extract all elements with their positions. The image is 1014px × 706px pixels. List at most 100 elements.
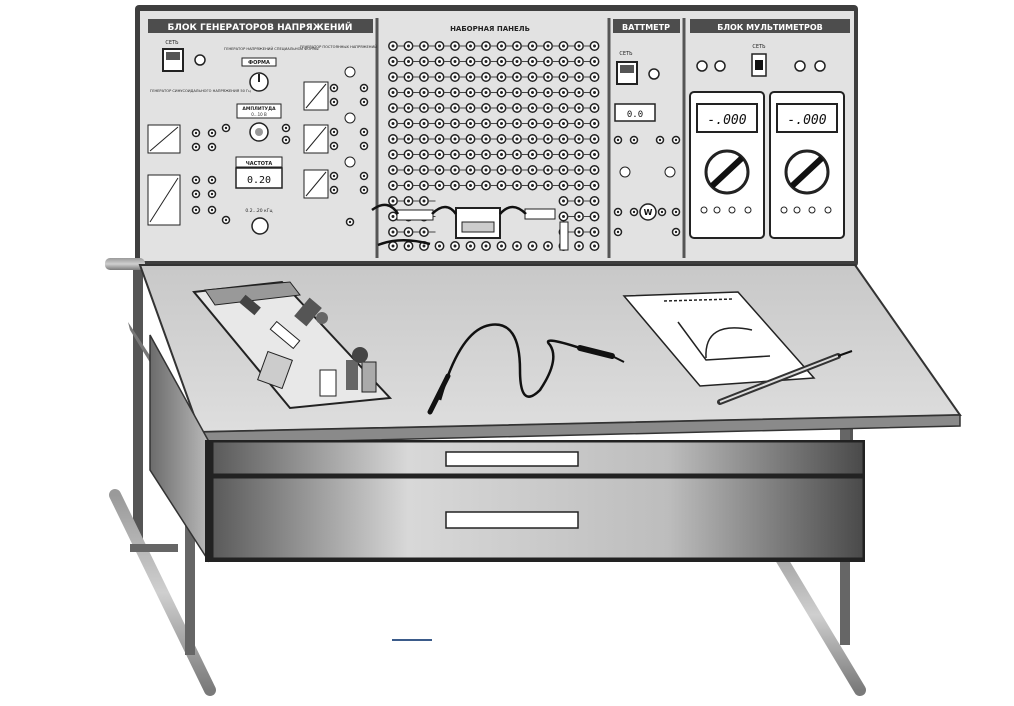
breadboard-jack-center <box>469 153 472 156</box>
breadboard-jack-center <box>422 153 426 156</box>
wattmeter-jack-center <box>632 138 636 142</box>
breadboard-jack-center <box>593 75 596 79</box>
breadboard-jack-center <box>407 199 410 203</box>
breadboard-jack-center <box>453 137 457 141</box>
breadboard-jack-center <box>453 91 457 94</box>
special-generator-label: ГЕНЕРАТОР НАПРЯЖЕНИЙ СПЕЦИАЛЬНОЙ ФОРМЫ <box>224 46 319 51</box>
breadboard-jack-center <box>391 106 395 110</box>
breadboard-jack-center <box>546 184 550 187</box>
breadboard-jack-center <box>422 91 426 94</box>
breadboard-jack-center <box>500 75 503 79</box>
pencil[interactable] <box>717 350 853 405</box>
breadboard-jack-center <box>531 106 534 110</box>
breadboard-jack-center <box>515 122 519 125</box>
generator-jack-center <box>362 174 366 178</box>
breadboard-jack-center <box>531 184 534 187</box>
generators-power-label: СЕТЬ <box>165 40 179 46</box>
wattmeter-range-knob-right[interactable] <box>664 166 676 178</box>
amplitude-range: 0...10 В <box>251 112 267 117</box>
multimeter-left-display: -.000 <box>707 113 746 128</box>
frequency-range: 0.2...20 кГц <box>245 208 272 214</box>
drawer-top-handle[interactable] <box>445 451 579 467</box>
generator-jack-center <box>194 131 198 135</box>
breadboard-jack-center <box>531 60 534 63</box>
generator-jack-center <box>194 208 198 212</box>
wattmeter-range-knob-left[interactable] <box>619 166 631 178</box>
breadboard-jack-center <box>453 106 457 110</box>
breadboard-jack-center <box>453 75 457 79</box>
breadboard-jack-center <box>391 230 395 234</box>
breadboard-section: НАБОРНАЯ ПАНЕЛЬ <box>371 25 600 251</box>
multimeters-power-label: СЕТЬ <box>752 44 766 50</box>
breadboard-jack-center <box>484 153 488 156</box>
breadboard-component[interactable] <box>396 209 434 221</box>
wattmeter-section: ВАТТМЕТР СЕТЬ 0.0 W <box>613 19 681 237</box>
breadboard-jack-center <box>484 244 488 248</box>
breadboard-jack-center <box>422 75 426 79</box>
wattmeter-power-label: СЕТЬ <box>619 51 633 57</box>
breadboard-jack-center <box>391 215 395 218</box>
generator-jack-center <box>332 144 336 148</box>
generator-jack-center <box>332 100 336 104</box>
breadboard-jack-center <box>484 106 488 110</box>
breadboard-jack-center <box>407 137 410 141</box>
breadboard-jack-center <box>407 153 410 156</box>
wattmeter-display: 0.0 <box>627 110 643 120</box>
frequency-knob[interactable] <box>251 217 269 235</box>
generator-jack-center <box>210 192 214 196</box>
breadboard-jack-center <box>469 91 472 94</box>
breadboard-jack-center <box>391 122 395 125</box>
breadboard-jack-center <box>546 106 550 110</box>
breadboard-jack-center <box>546 91 550 94</box>
drawer-bottom-handle[interactable] <box>445 511 579 529</box>
breadboard-jack-center <box>484 44 488 48</box>
breadboard-jack-center <box>577 60 581 63</box>
wattmeter-jack-center <box>674 138 678 142</box>
breadboard-jack-center <box>391 44 395 48</box>
amplitude-label: АМПЛИТУДА <box>242 106 276 112</box>
wattmeter-fuse-icon <box>648 68 660 80</box>
breadboard-jack-center <box>438 137 441 141</box>
generator-jack-center <box>210 178 214 182</box>
breadboard-jack-center <box>515 44 519 48</box>
table-top <box>105 258 962 445</box>
generator-jack-center <box>210 131 214 135</box>
frequency-label: ЧАСТОТА <box>246 161 273 167</box>
breadboard-jack-center <box>438 184 441 187</box>
breadboard-jack-center <box>562 106 565 110</box>
wattmeter-jack-center <box>616 230 620 234</box>
breadboard-jack-center <box>391 244 395 248</box>
breadboard-jack-center <box>577 106 581 110</box>
breadboard-jack-center <box>407 75 410 79</box>
breadboard-jack-center <box>484 91 488 94</box>
breadboard-jack-center <box>500 184 503 187</box>
breadboard-jack-center <box>593 153 596 156</box>
breadboard-jack-center <box>515 106 519 110</box>
generator-jack-center <box>194 192 198 196</box>
wattmeter-jack-center <box>616 210 620 214</box>
breadboard-jack-center <box>391 153 395 156</box>
svg-text:W: W <box>644 208 653 217</box>
circuit-board[interactable] <box>192 280 393 410</box>
breadboard-jack-center <box>577 153 581 156</box>
breadboard-jack-center <box>469 60 472 63</box>
wattmeter-jack-center <box>658 138 662 142</box>
generator-jack-center <box>224 218 228 222</box>
generator-jack-center <box>332 130 336 134</box>
generators-power-indicator-icon <box>194 54 206 66</box>
wattmeter-jack-center <box>674 230 678 234</box>
const-voltage-knob-1[interactable] <box>344 66 356 78</box>
const-voltage-knob-3[interactable] <box>344 156 356 168</box>
breadboard-jack-center <box>407 122 410 125</box>
breadboard-resistor[interactable] <box>524 208 556 220</box>
breadboard-jack-center <box>438 60 441 63</box>
breadboard-jack-center <box>515 60 519 63</box>
const-voltage-knob-2[interactable] <box>344 112 356 124</box>
generators-section: БЛОК ГЕНЕРАТОРОВ НАПРЯЖЕНИЙ СЕТЬ ГЕНЕРАТ… <box>147 19 377 235</box>
paper-sheet[interactable] <box>622 291 816 387</box>
test-leads[interactable] <box>427 323 625 415</box>
breadboard-jack-center <box>546 137 550 141</box>
breadboard-jack-center <box>500 91 503 94</box>
breadboard-jack-center <box>453 244 457 248</box>
generator-jack-center <box>362 130 366 134</box>
